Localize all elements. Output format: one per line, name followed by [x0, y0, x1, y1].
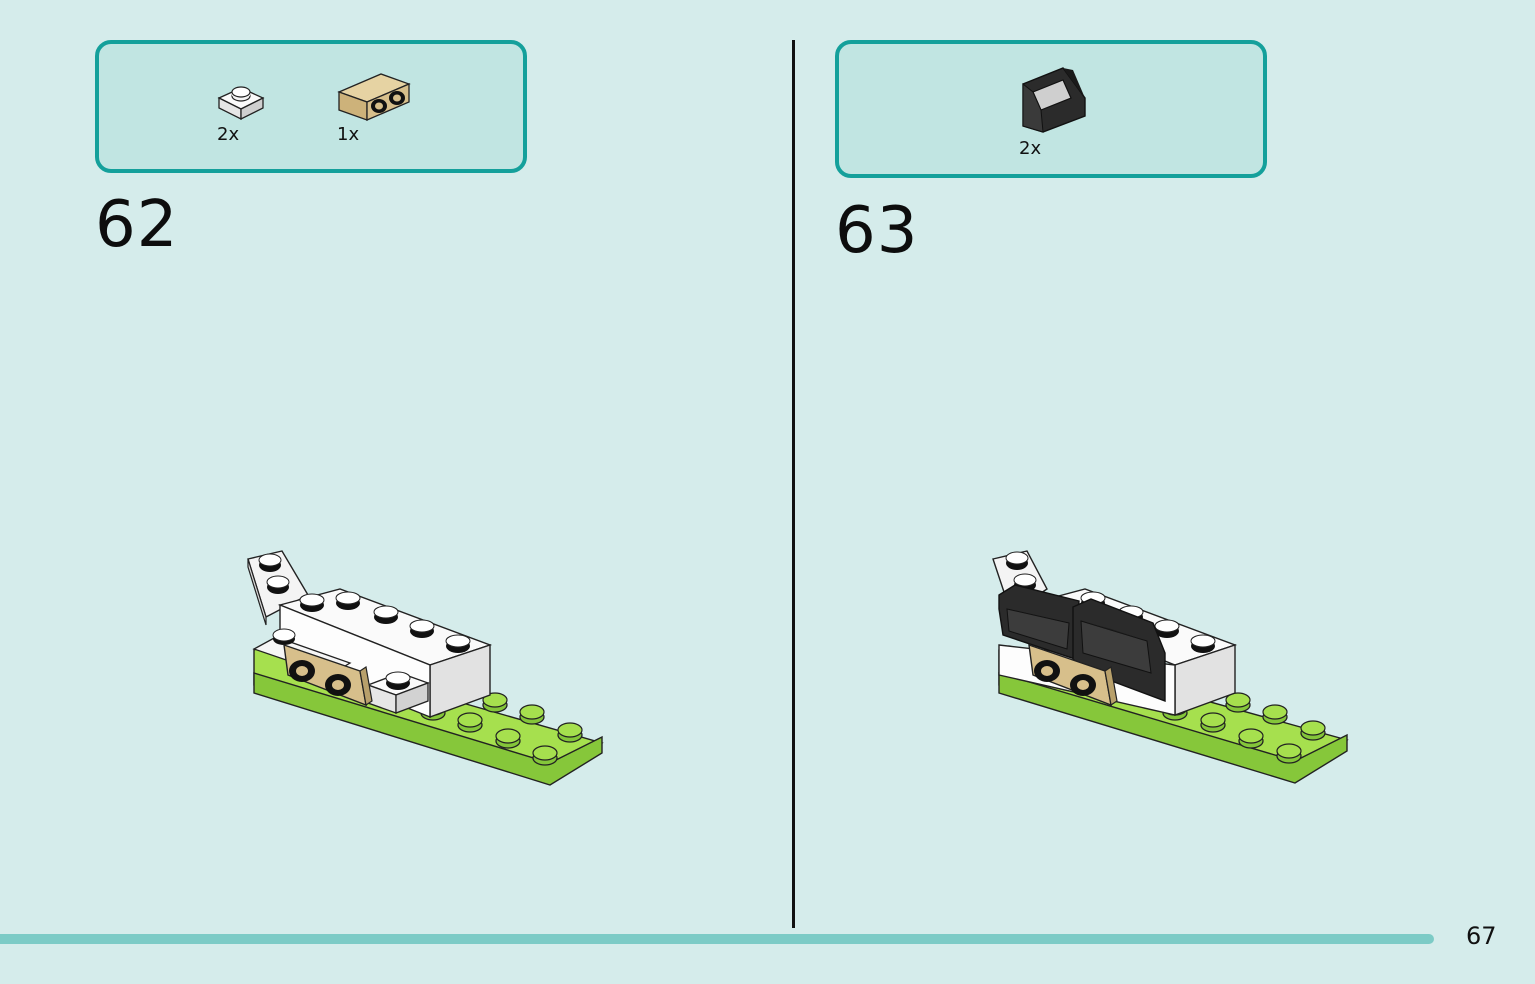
- parts-callout-step-62: 2x 1x: [95, 40, 527, 173]
- page-divider: [792, 40, 795, 928]
- part-quantity: 1x: [337, 124, 360, 145]
- build-model-step-62: [247, 550, 604, 786]
- step-number: 63: [835, 194, 919, 268]
- parts-callout-step-63: 2x: [835, 40, 1267, 178]
- part-quantity: 2x: [217, 124, 240, 145]
- page-number: 67: [1466, 922, 1497, 950]
- white-1x1-plate-icon: [217, 86, 265, 121]
- part-quantity: 2x: [1019, 138, 1042, 159]
- build-model-step-63: [992, 550, 1349, 784]
- page-footer-bar: [0, 934, 1434, 944]
- black-windscreen-icon: [1022, 67, 1086, 133]
- tan-bracket-plate-icon: [337, 73, 411, 121]
- step-number: 62: [95, 188, 179, 262]
